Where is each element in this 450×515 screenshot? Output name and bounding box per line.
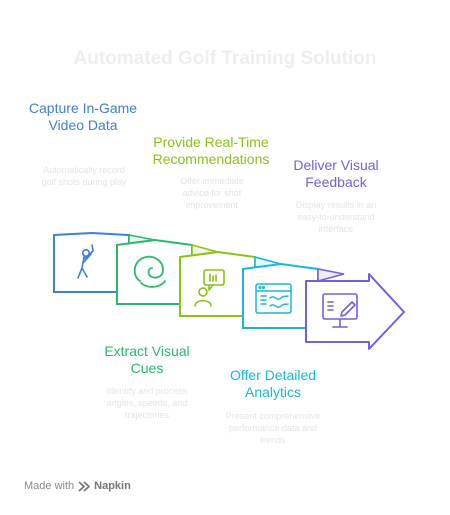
monitor-edit-icon <box>322 293 358 328</box>
edge-logo-icon <box>133 255 166 288</box>
footer: Made with Napkin <box>24 480 131 492</box>
step-1-desc: Automatically record golf shots during p… <box>41 165 127 187</box>
step-2-desc: Identify and process angles, speeds, and… <box>106 386 188 420</box>
step-1-title: Capture In-Game Video Data <box>28 100 138 133</box>
step-4-title: Offer Detailed Analytics <box>229 367 317 400</box>
made-with-label: Made with <box>24 480 75 492</box>
analytics-dashboard-icon <box>255 283 292 314</box>
step-4-desc: Present comprehensive performance data a… <box>225 411 321 445</box>
napkin-logo-icon <box>78 480 91 492</box>
step-2-title: Extract Visual Cues <box>104 343 190 376</box>
napkin-brand: Napkin <box>94 480 131 492</box>
step-5-arrow <box>305 268 405 350</box>
step-5-title: Deliver Visual Feedback <box>293 157 379 190</box>
advisor-icon <box>194 269 225 307</box>
step-3-desc: Offer immediate advice for shot improvem… <box>180 176 244 210</box>
step-5-desc: Display results in an easy-to-understand… <box>295 200 377 234</box>
golfer-icon <box>77 244 94 279</box>
step-3-title: Provide Real-Time Recommendations <box>152 134 270 167</box>
step-2-panel <box>116 234 193 305</box>
diagram-title: Automated Golf Training Solution <box>73 48 377 69</box>
